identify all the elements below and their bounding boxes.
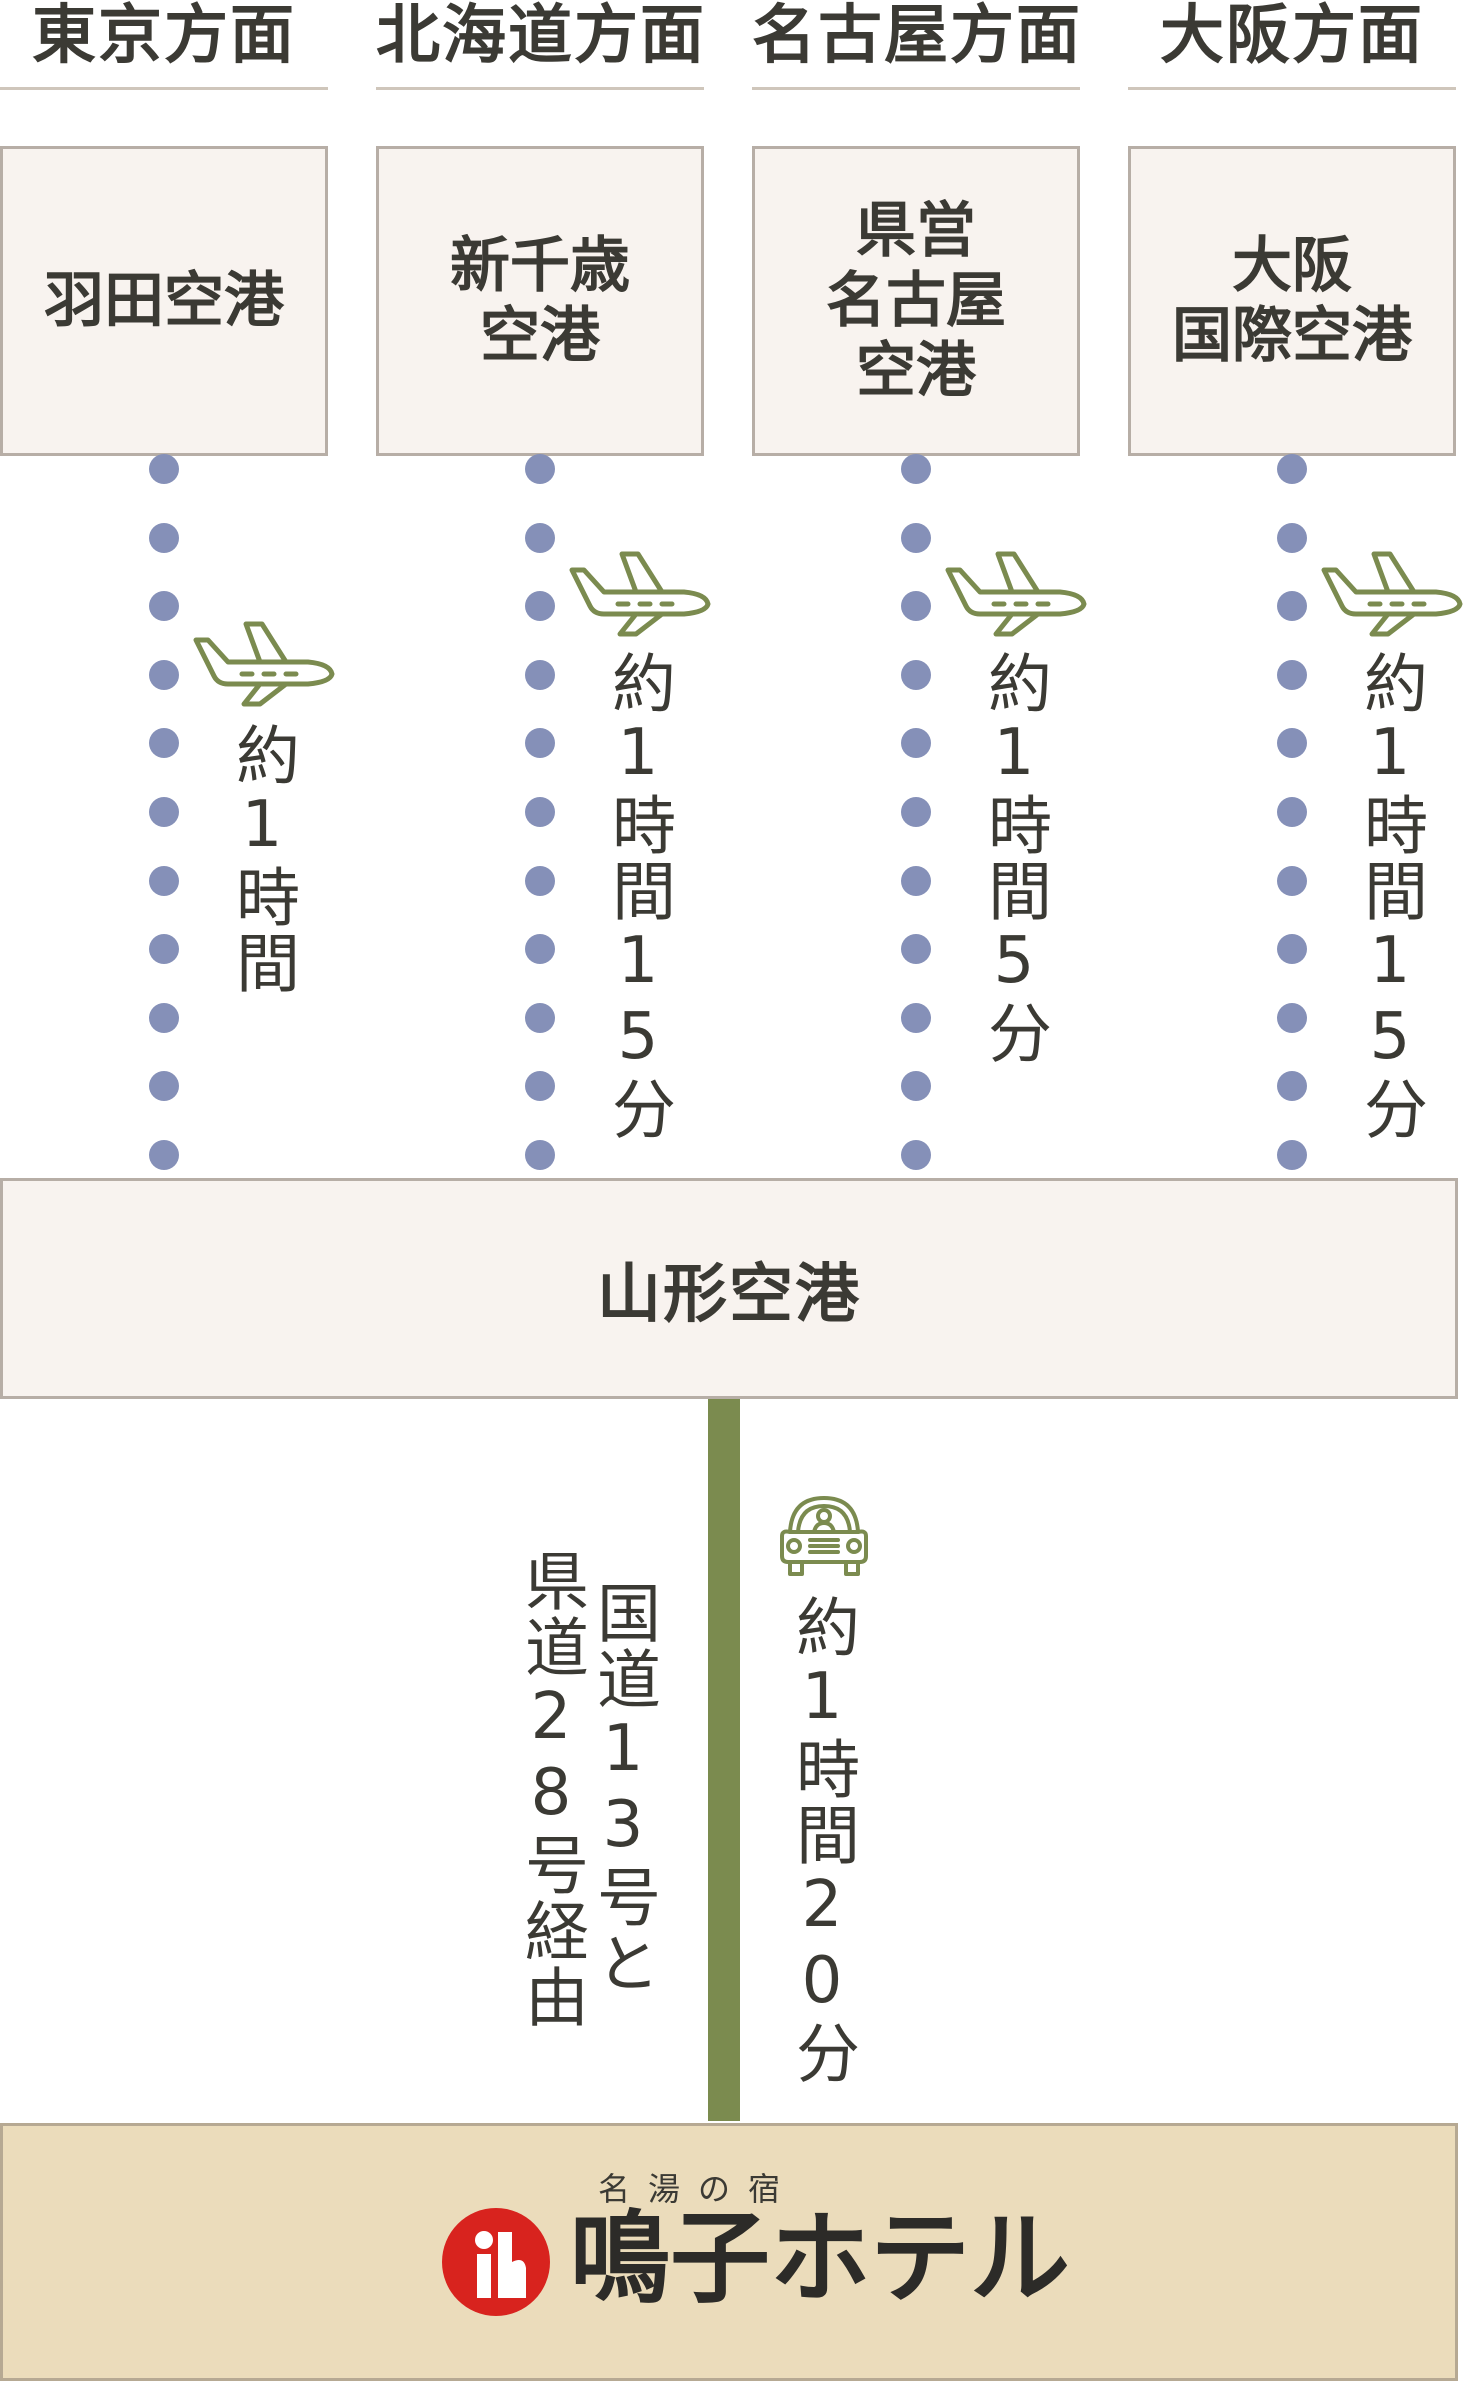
- flight-path-dot: [525, 1140, 555, 1170]
- flight-path-dot: [525, 1002, 555, 1033]
- origin-airport-line: 空港: [480, 301, 600, 371]
- flight-path-dot: [525, 522, 555, 553]
- flight-path-dot: [901, 797, 931, 827]
- flight-path-dot: [1277, 1140, 1307, 1170]
- flight-path-dot: [1277, 591, 1307, 622]
- flight-path-dot: [149, 522, 179, 553]
- airplane-icon: [1321, 551, 1463, 637]
- flight-path-dot: [901, 865, 931, 896]
- flight-path-dot: [149, 454, 179, 484]
- origin-airport-line: 大阪: [1232, 231, 1352, 301]
- road-line: [708, 1399, 740, 2121]
- origin-airport-new-chitose: 新千歳 空港: [376, 146, 704, 456]
- direction-header-tokyo: 東京方面: [0, 0, 328, 90]
- flight-path-dot: [901, 591, 931, 622]
- flight-path-dot: [1277, 454, 1307, 484]
- flight-path-dot: [525, 1071, 555, 1102]
- flight-path-dot: [525, 728, 555, 759]
- hotel-logo-icon: [442, 2208, 550, 2316]
- origin-airport-line: 羽田空港: [44, 266, 284, 336]
- flight-path-dot: [901, 1002, 931, 1033]
- flight-path-dot: [525, 865, 555, 896]
- car-icon: [780, 1496, 868, 1576]
- flight-path-dot: [901, 454, 931, 484]
- flight-path-dot: [1277, 659, 1307, 690]
- flight-duration-osaka: 約1時間15分: [1353, 650, 1427, 1142]
- airplane-icon: [945, 551, 1087, 637]
- flight-path-dot: [149, 865, 179, 896]
- flight-path-dot: [1277, 1002, 1307, 1033]
- flight-path-dot: [149, 1140, 179, 1170]
- hotel-subtitle: 名湯の宿: [597, 2170, 798, 2208]
- origin-airport-osaka-itami: 大阪 国際空港: [1128, 146, 1456, 456]
- flight-duration-tokyo: 約1時間: [225, 722, 299, 996]
- flight-duration-nagoya: 約1時間5分: [977, 650, 1051, 1066]
- flight-path-dot: [1277, 865, 1307, 896]
- flight-path-dot: [149, 591, 179, 622]
- direction-header-osaka: 大阪方面: [1128, 0, 1456, 90]
- drive-duration: 約1時間20分: [785, 1594, 859, 2086]
- origin-airport-nagoya: 県営 名古屋 空港: [752, 146, 1080, 456]
- flight-path-dot: [901, 1140, 931, 1170]
- origin-airport-line: 国際空港: [1172, 301, 1412, 371]
- flight-path-dot: [149, 659, 179, 690]
- flight-path-dot: [901, 659, 931, 690]
- route-via-col1: 国道13号と: [586, 1580, 660, 1996]
- flight-path-dot: [149, 797, 179, 827]
- flight-path-dot: [525, 591, 555, 622]
- hotel-destination: [0, 2123, 1458, 2381]
- origin-airport-line: 新千歳: [450, 231, 630, 301]
- flight-path-dot: [1277, 934, 1307, 965]
- flight-path-dot: [1277, 522, 1307, 553]
- flight-path-dot: [525, 934, 555, 965]
- route-via-col2: 県道28号経由: [514, 1548, 588, 2030]
- origin-airport-line: 空港: [856, 336, 976, 406]
- flight-path-dot: [525, 797, 555, 827]
- direction-header-hokkaido: 北海道方面: [376, 0, 704, 90]
- flight-path-dot: [525, 659, 555, 690]
- flight-path-dot: [149, 1071, 179, 1102]
- flight-duration-hokkaido: 約1時間15分: [601, 650, 675, 1142]
- flight-path-dot: [901, 728, 931, 759]
- flight-path-dot: [1277, 797, 1307, 827]
- flight-path-dot: [901, 1071, 931, 1102]
- hub-airport-yamagata: 山形空港: [0, 1178, 1458, 1399]
- flight-path-dot: [149, 728, 179, 759]
- flight-path-dot: [1277, 1071, 1307, 1102]
- flight-path-dot: [525, 454, 555, 484]
- flight-path-dot: [1277, 728, 1307, 759]
- flight-path-dot: [901, 522, 931, 553]
- flight-path-dot: [149, 934, 179, 965]
- airplane-icon: [569, 551, 711, 637]
- hub-airport-label: 山形空港: [597, 1257, 861, 1332]
- flight-path-dot: [149, 1002, 179, 1033]
- hotel-name: 鳴子ホテル: [570, 2199, 1070, 2317]
- direction-header-nagoya: 名古屋方面: [752, 0, 1080, 90]
- flight-path-dot: [901, 934, 931, 965]
- airplane-icon: [193, 621, 335, 707]
- origin-airport-line: 名古屋: [826, 266, 1006, 336]
- origin-airport-line: 県営: [856, 196, 976, 266]
- origin-airport-haneda: 羽田空港: [0, 146, 328, 456]
